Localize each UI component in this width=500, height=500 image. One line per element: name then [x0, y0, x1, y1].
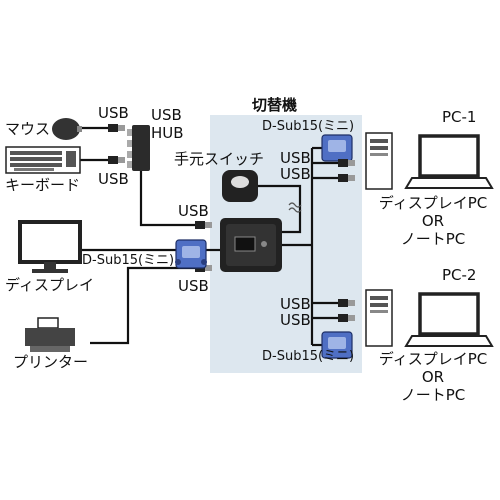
hub-to-switch-cable — [139, 170, 205, 227]
local-switch-label: 手元スイッチ — [174, 150, 265, 168]
cable-break-mark — [288, 202, 302, 213]
pc2-usb-plug-icon — [338, 299, 355, 307]
pc1-laptop-icon — [404, 134, 494, 189]
local-switch-icon — [222, 170, 258, 202]
display-icon — [18, 220, 82, 273]
pc1-dsub-connector-icon — [321, 134, 353, 162]
usb-hub-icon — [127, 125, 150, 171]
pc2-option-line3: ノートPC — [400, 386, 466, 404]
kvm-switch-box — [220, 218, 282, 272]
display-label: ディスプレイ — [5, 276, 94, 294]
pc2-dsub-connector-icon — [321, 331, 353, 359]
printer-label: プリンター — [13, 353, 89, 371]
pc1-usb-label-1: USB — [280, 149, 311, 167]
keyboard-usb-label: USB — [98, 170, 129, 188]
mouse-usb-label: USB — [98, 104, 129, 122]
hub-label-line2: HUB — [151, 124, 184, 142]
printer-cable — [90, 266, 205, 345]
pc2-usb-plug-icon — [338, 314, 355, 322]
mouse-icon — [52, 118, 80, 140]
pc1-name: PC-1 — [442, 108, 477, 126]
printer-usb-label: USB — [178, 277, 209, 295]
printer-icon — [25, 317, 75, 352]
display-dsub-label: D-Sub15(ミニ) — [82, 253, 175, 268]
pc1-usb-label-2: USB — [280, 165, 311, 183]
pc1-option-line3: ノートPC — [400, 230, 466, 248]
switch-title: 切替機 — [252, 96, 298, 114]
pc1-option-line2: OR — [421, 212, 445, 230]
keyboard-icon — [5, 146, 81, 174]
pc2-usb-label-2: USB — [280, 311, 311, 329]
pc1-usb-plug-icon — [338, 174, 355, 182]
hub-to-switch-usb-label: USB — [178, 202, 209, 220]
pc1-tower-icon — [365, 132, 393, 190]
dsub-adapter-icon — [175, 239, 207, 269]
pc1-usb-plug-icon — [338, 159, 355, 167]
pc2-laptop-icon — [404, 292, 494, 347]
mouse-label: マウス — [5, 120, 51, 138]
pc2-name: PC-2 — [442, 266, 477, 284]
pc2-usb-label-1: USB — [280, 295, 311, 313]
pc2-option-line1: ディスプレイPC — [378, 350, 488, 368]
usb-plug-icon — [108, 124, 125, 132]
local-switch-cable — [258, 184, 302, 234]
usb-plug-icon — [108, 156, 125, 164]
switch-dsub-label-top: D-Sub15(ミニ) — [262, 119, 355, 134]
pc2-tower-icon — [365, 289, 393, 347]
usb-plug-icon — [195, 221, 212, 229]
pc2-option-line2: OR — [421, 368, 445, 386]
hub-label-line1: USB — [151, 106, 182, 124]
keyboard-label: キーボード — [5, 176, 81, 194]
switch-dsub-label-bottom: D-Sub15(ミニ) — [262, 349, 355, 364]
pc1-option-line1: ディスプレイPC — [378, 194, 488, 212]
